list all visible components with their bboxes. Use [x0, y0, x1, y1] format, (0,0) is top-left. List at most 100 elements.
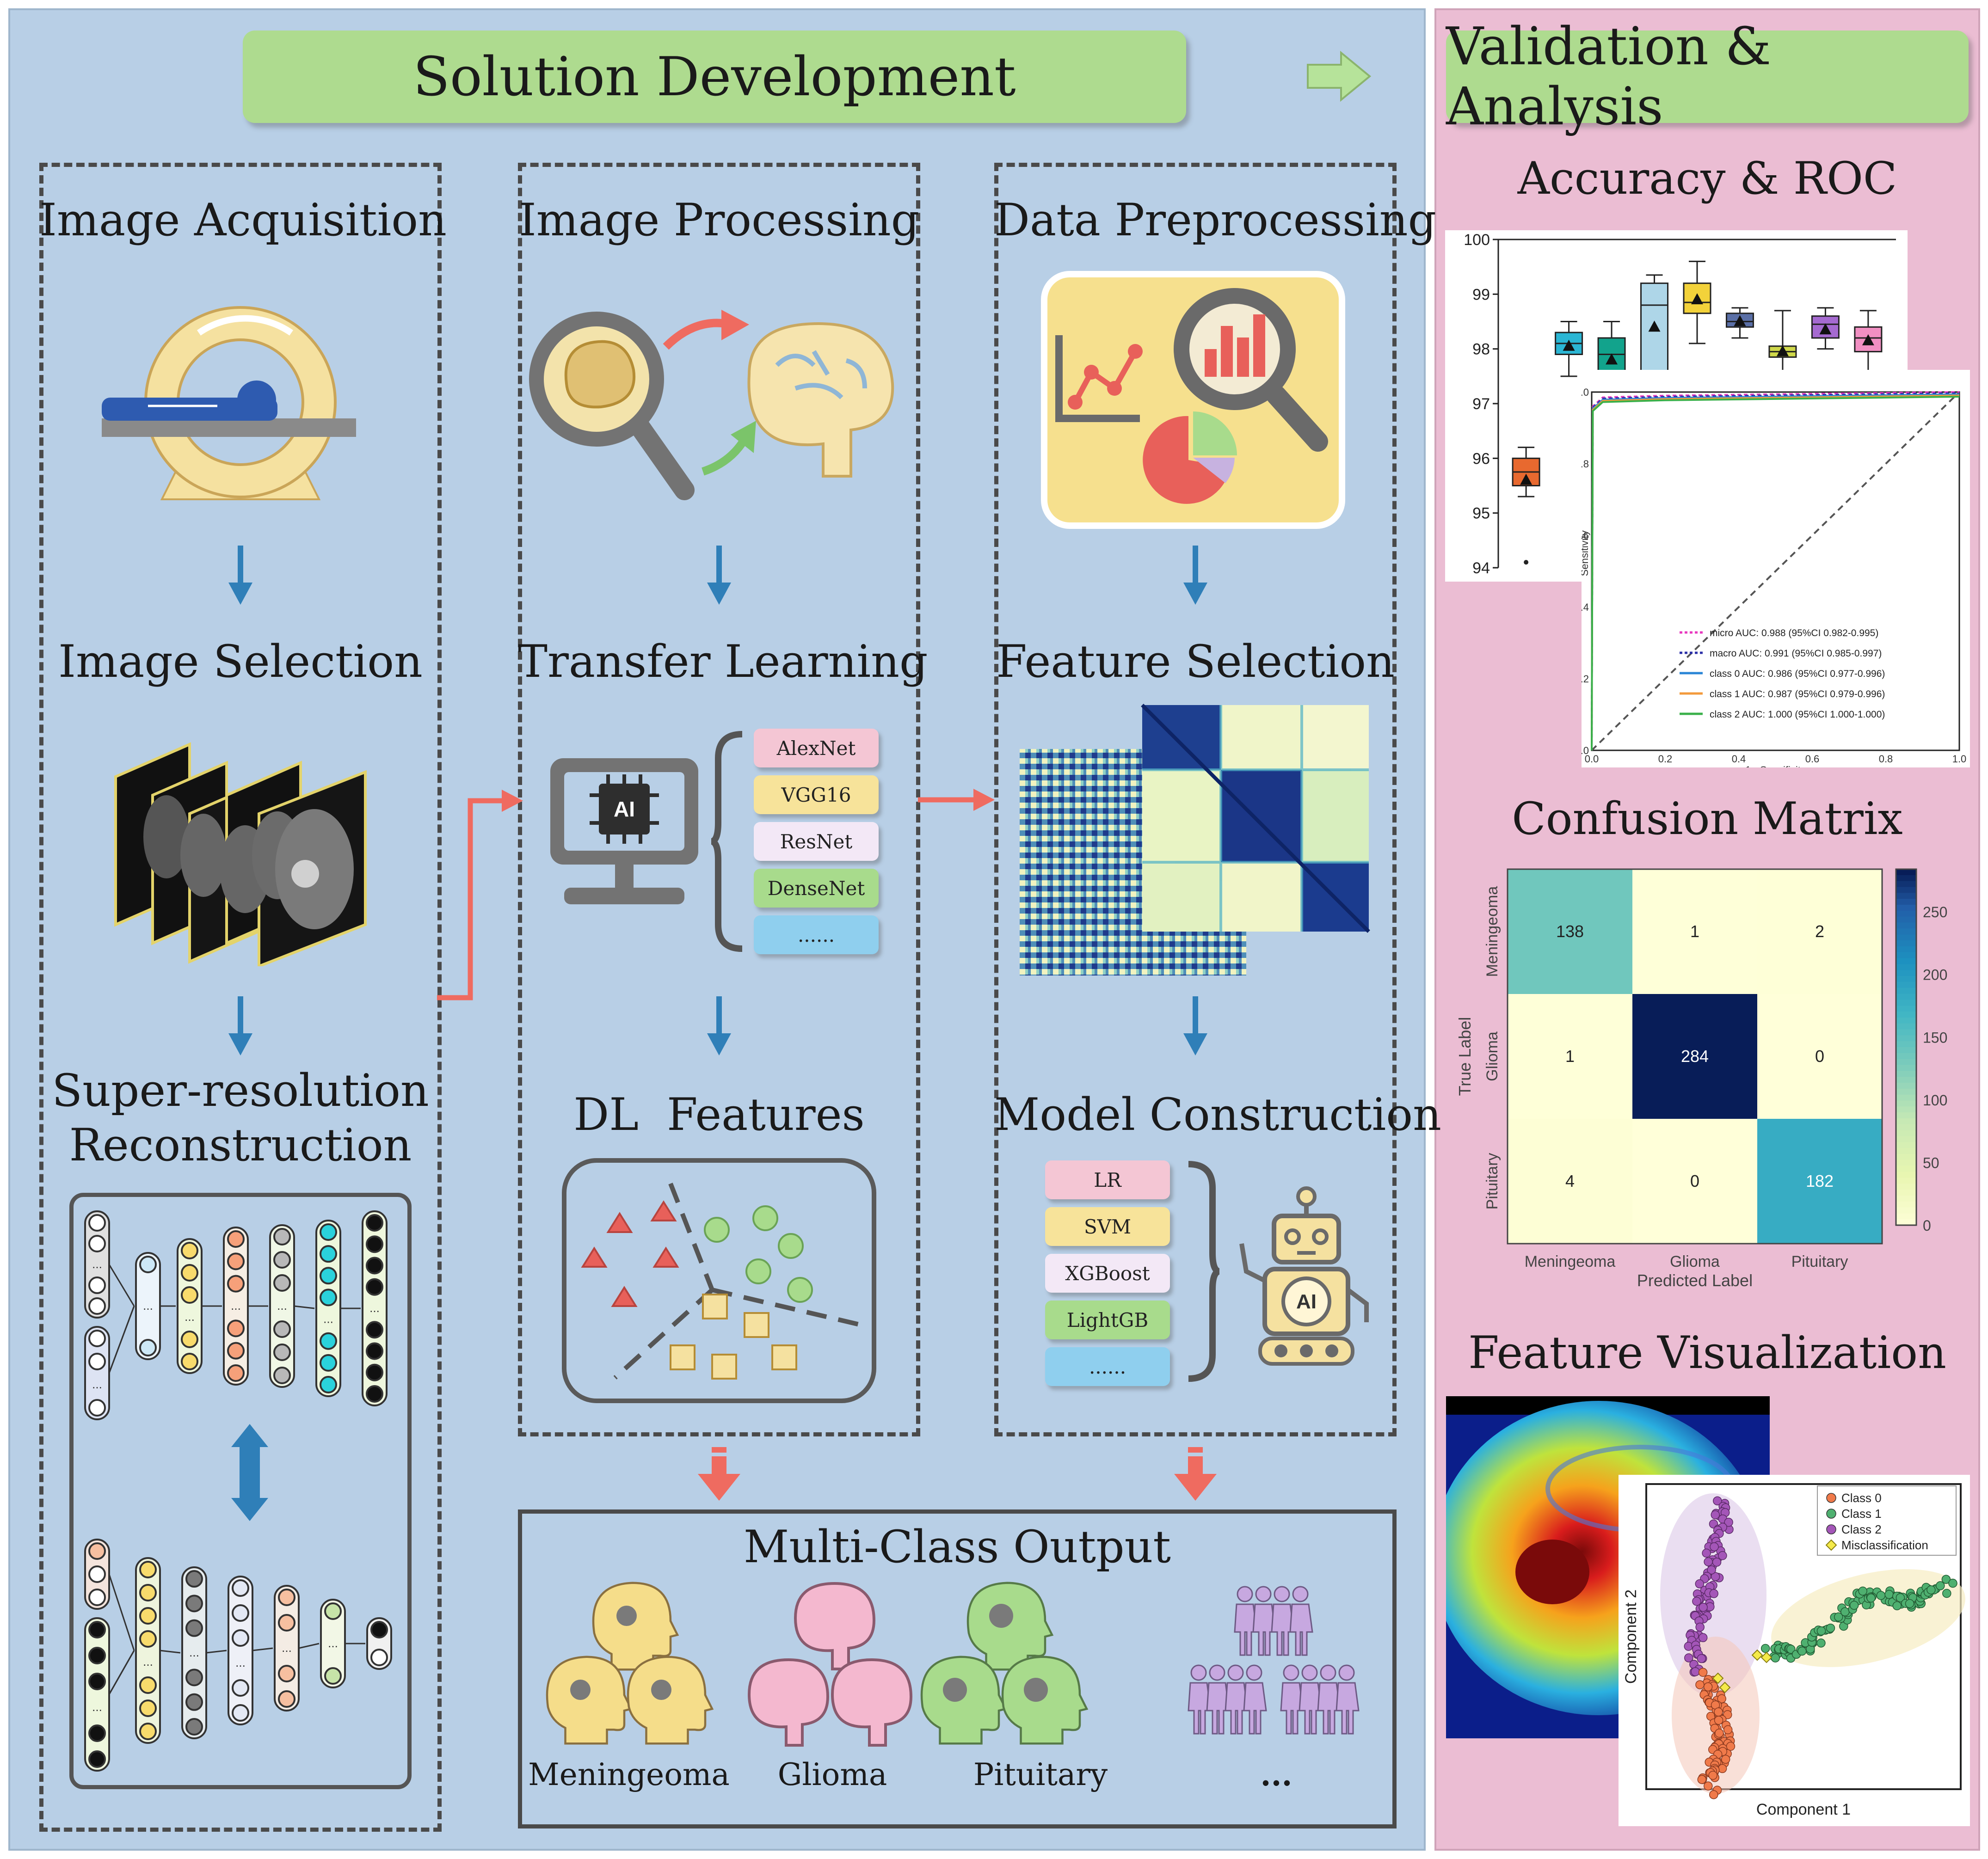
colorbar-segment — [1896, 1035, 1916, 1042]
matrix-cell — [1632, 1119, 1757, 1244]
colorbar-segment — [1896, 1142, 1916, 1149]
neuron-node — [278, 1665, 295, 1682]
matrix-cell — [1757, 1119, 1882, 1244]
class1-point — [1816, 1638, 1826, 1648]
neuron-node — [366, 1321, 383, 1339]
neuron-node — [273, 1251, 291, 1269]
box-mean-marker — [1520, 473, 1533, 485]
neuron-node — [273, 1274, 291, 1292]
class1-point — [1816, 1626, 1826, 1636]
colorbar-segment — [1896, 976, 1916, 982]
colorbar-segment — [1896, 1053, 1916, 1060]
neuron-node — [320, 1354, 337, 1372]
neuron-node — [366, 1342, 383, 1360]
neuron-node — [88, 1621, 106, 1638]
class2-point — [1697, 1654, 1706, 1663]
colorbar-segment — [1896, 1083, 1916, 1089]
model-svm: SVM — [1045, 1207, 1170, 1246]
neuron-node — [139, 1339, 157, 1356]
neuron-node — [366, 1278, 383, 1296]
class1-point — [1905, 1599, 1914, 1608]
roc-y-tick-label: 1.0 — [1582, 387, 1589, 398]
x-axis-label: Component 1 — [1756, 1801, 1851, 1818]
colorbar-segment — [1896, 1077, 1916, 1083]
roc-x-tick-label: 0.6 — [1805, 753, 1820, 765]
legend-label: Misclassification — [1841, 1538, 1928, 1552]
box-4 — [1683, 260, 1711, 344]
ellipsis-label: ... — [231, 1299, 241, 1313]
neuron-node — [88, 1542, 106, 1560]
robot-ai-label: AI — [1296, 1290, 1317, 1313]
class0-point — [1726, 1742, 1736, 1751]
colorbar-segment — [1896, 934, 1916, 941]
roc-curve-chart: 1.00.80.60.40.20.00.00.20.40.60.81.01 - … — [1582, 370, 1970, 767]
neuron-node — [181, 1331, 198, 1348]
class0-point — [1717, 1694, 1726, 1704]
neuron-node — [181, 1242, 198, 1259]
ellipsis-label: ... — [92, 1257, 102, 1271]
model-xgboost: XGBoost — [1045, 1254, 1170, 1293]
red-connector-arrow — [918, 789, 995, 811]
neuron-node — [273, 1344, 291, 1361]
class1-point — [1941, 1575, 1951, 1584]
class2-point — [1712, 1558, 1722, 1567]
neuron-node — [88, 1750, 106, 1768]
class2-point — [1695, 1622, 1705, 1632]
neuron-node — [88, 1235, 106, 1252]
colorbar-segment — [1896, 1195, 1916, 1202]
y-tick-label: 98 — [1472, 341, 1490, 358]
ellipsis-label: ... — [277, 1299, 287, 1313]
x-tick-label: Glioma — [1670, 1253, 1720, 1270]
model-alexnet: AlexNet — [754, 729, 879, 767]
colorbar-segment — [1896, 928, 1916, 935]
mri-slices-icon — [114, 742, 367, 966]
model-more: ...... — [1045, 1347, 1170, 1386]
network-columns: ........................................… — [84, 1210, 392, 1772]
down-arrow-icon — [1183, 996, 1207, 1055]
brain-magnifier-icon — [529, 310, 894, 500]
neuron-node — [273, 1228, 291, 1245]
ellipsis-label: ... — [92, 1377, 102, 1391]
layer-connection — [108, 1650, 135, 1695]
model-resnet: ResNet — [754, 822, 879, 861]
colorbar-tick-label: 200 — [1923, 967, 1947, 983]
colorbar-segment — [1896, 1201, 1916, 1208]
down-arrow-icon — [707, 996, 731, 1055]
matrix-cell-value: 138 — [1556, 922, 1584, 941]
neuron-node — [278, 1589, 295, 1606]
neuron-node — [88, 1297, 106, 1315]
multi-class-output-box — [518, 1509, 1397, 1828]
legend-label: class 1 AUC: 0.987 (95%CI 0.979-0.996) — [1710, 689, 1885, 699]
colorbar-segment — [1896, 1088, 1916, 1095]
neuron-node — [139, 1699, 157, 1717]
model-lightgb: LightGB — [1045, 1301, 1170, 1339]
colorbar-segment — [1896, 1172, 1916, 1178]
colorbar-segment — [1896, 1112, 1916, 1119]
legend-label: macro AUC: 0.991 (95%CI 0.985-0.997) — [1710, 648, 1882, 659]
legend-marker — [1826, 1509, 1836, 1519]
colorbar-segment — [1896, 1041, 1916, 1048]
mri-scanner-icon — [102, 306, 356, 500]
tsne-frame — [1645, 1483, 1962, 1790]
class1-point — [1760, 1644, 1770, 1653]
colorbar-segment — [1896, 1190, 1916, 1196]
ellipsis-label: ... — [323, 1312, 333, 1326]
colorbar-segment — [1896, 887, 1916, 894]
class2-point — [1684, 1653, 1693, 1663]
class0-point — [1697, 1775, 1707, 1784]
model-vgg16: VGG16 — [754, 775, 879, 814]
misclassification-point — [1760, 1651, 1773, 1663]
y-tick-label: 99 — [1472, 286, 1490, 303]
decoder-network: .................. — [84, 1539, 392, 1772]
neuron-node — [185, 1619, 203, 1637]
step-transfer-learning: Transfer Learning — [518, 636, 928, 687]
ai-robot-icon: AI — [1239, 1186, 1369, 1366]
matrix-cell — [1508, 994, 1632, 1119]
down-arrow-icon — [228, 996, 252, 1055]
neuron-node — [366, 1385, 383, 1403]
layer-connection — [252, 1647, 273, 1651]
layer-connection — [108, 1264, 135, 1307]
class2-point — [1698, 1633, 1708, 1642]
class2-point — [1707, 1565, 1716, 1575]
neuron-node — [320, 1376, 337, 1393]
